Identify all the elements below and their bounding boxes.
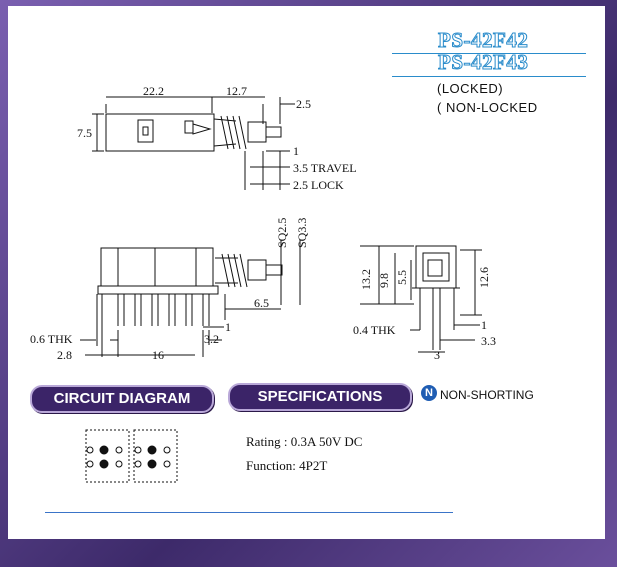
dim-1-top: 1 bbox=[293, 144, 299, 158]
dim-3: 3 bbox=[434, 348, 440, 362]
circuit-contacts bbox=[86, 445, 171, 469]
dim-tip: 2.5 bbox=[296, 97, 311, 111]
dim-6-5: 6.5 bbox=[254, 296, 269, 310]
dim-2-8: 2.8 bbox=[57, 348, 72, 362]
dim-5-5: 5.5 bbox=[395, 270, 409, 285]
mode-non-locked: ( NON-LOCKED bbox=[437, 100, 538, 115]
dim-height: 7.5 bbox=[77, 126, 92, 140]
circuit-diagram bbox=[85, 429, 178, 483]
travel-label: 3.5 TRAVEL bbox=[293, 161, 357, 175]
thk-end: 0.4 THK bbox=[353, 323, 396, 337]
sq-large: SQ3.3 bbox=[295, 218, 309, 248]
model-number-2: PS-42F43 bbox=[437, 50, 529, 75]
title-underline-2 bbox=[392, 76, 586, 77]
top-view bbox=[92, 96, 295, 190]
title-underline bbox=[392, 53, 586, 54]
dim-1-side: 1 bbox=[225, 320, 231, 334]
dim-13-2: 13.2 bbox=[359, 269, 373, 290]
rating-text: Rating : 0.3A 50V DC bbox=[246, 434, 363, 449]
dim-1-end: 1 bbox=[481, 318, 487, 332]
model-number-1: PS-42F42 bbox=[437, 28, 529, 53]
circuit-diagram-heading: CIRCUIT DIAGRAM bbox=[30, 385, 214, 413]
bottom-rule bbox=[45, 512, 453, 513]
function-text: Function: 4P2T bbox=[246, 458, 328, 473]
dim-stem: 12.7 bbox=[226, 84, 247, 98]
dim-3-3: 3.3 bbox=[481, 334, 496, 348]
end-view bbox=[360, 245, 482, 353]
dim-16: 16 bbox=[152, 348, 164, 362]
side-view bbox=[80, 240, 301, 357]
non-shorting-icon: N bbox=[421, 385, 437, 401]
mode-locked: (LOCKED) bbox=[437, 81, 504, 96]
dim-9-8: 9.8 bbox=[377, 273, 391, 288]
dim-3-2: 3.2 bbox=[204, 332, 219, 346]
non-shorting-label: NON-SHORTING bbox=[440, 388, 534, 402]
sq-small: SQ2.5 bbox=[275, 218, 289, 248]
lock-label: 2.5 LOCK bbox=[293, 178, 344, 192]
dim-12-6: 12.6 bbox=[477, 267, 491, 288]
dim-length: 22.2 bbox=[143, 84, 164, 98]
specifications-heading: SPECIFICATIONS bbox=[228, 383, 412, 411]
thk-side: 0.6 THK bbox=[30, 332, 73, 346]
